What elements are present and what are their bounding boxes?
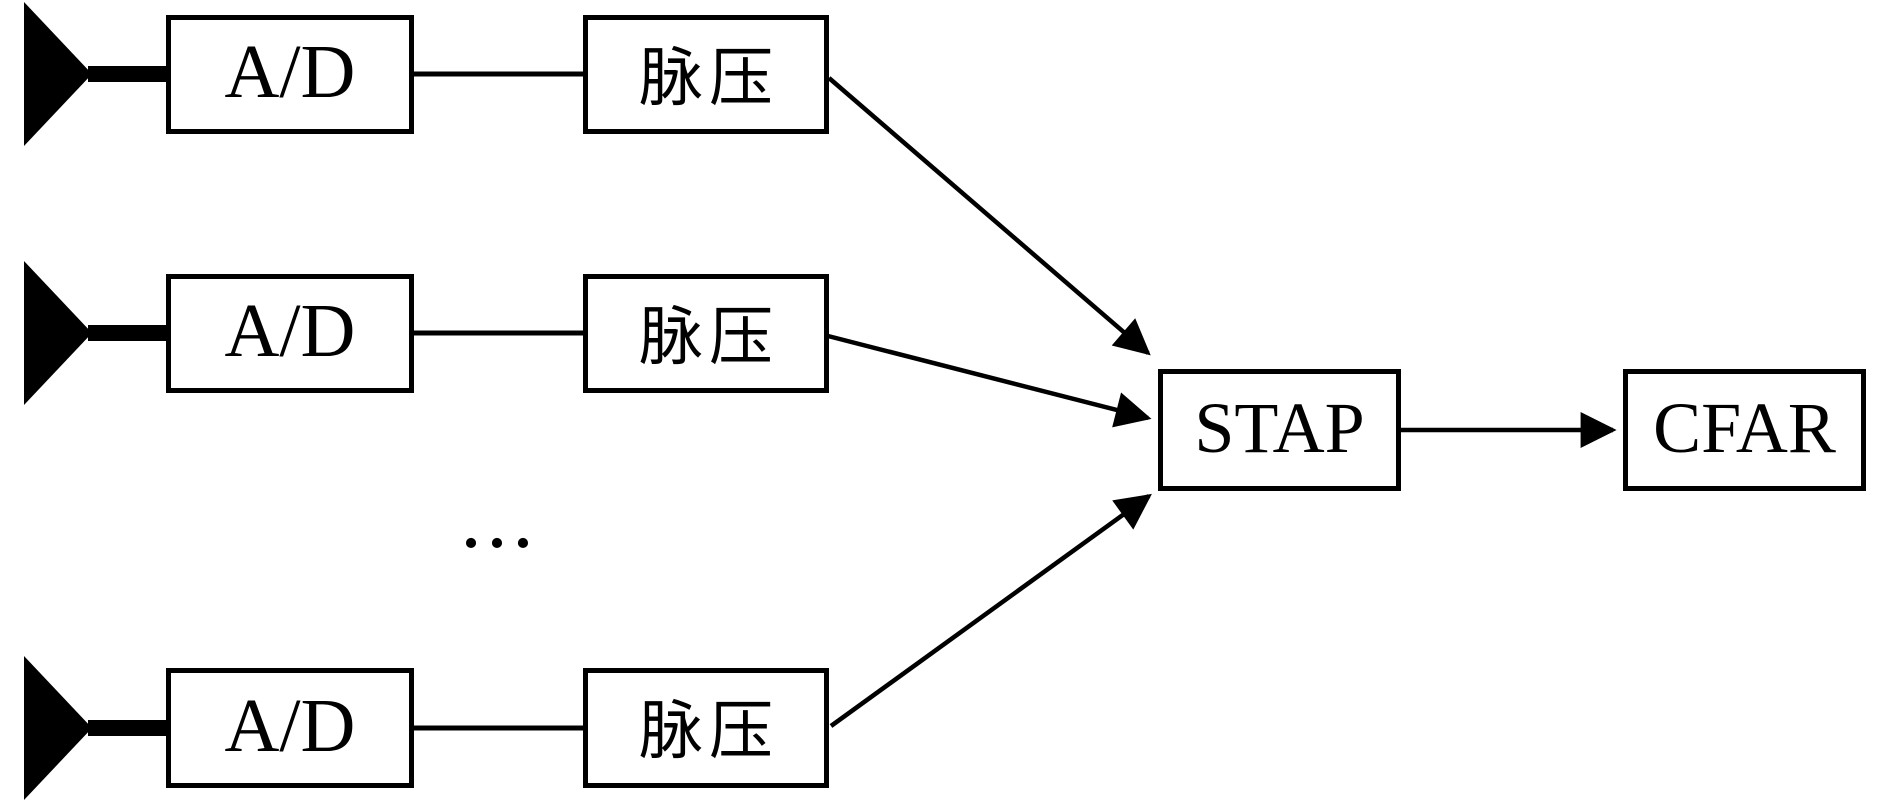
antenna-icon [24, 656, 92, 800]
pulse-to-stap-arrow [827, 76, 1151, 356]
pulse-compression-box: 脉压 [583, 15, 829, 134]
pulse-compression-box: 脉压 [583, 274, 829, 393]
pulse-compression-box: 脉压 [583, 668, 829, 788]
pulse-compression-label: 脉压 [639, 696, 779, 767]
cfar-label: CFAR [1653, 387, 1836, 468]
adc-label: A/D [224, 30, 356, 114]
antenna-icon [24, 2, 92, 146]
cfar-box: CFAR [1623, 369, 1866, 491]
adc-box: A/D [166, 668, 414, 788]
adc-box: A/D [166, 15, 414, 134]
pulse-compression-label: 脉压 [639, 42, 779, 114]
ellipsis: … [458, 476, 538, 566]
adc-label: A/D [224, 683, 356, 768]
pulse-to-stap-arrow [829, 493, 1152, 728]
stap-box: STAP [1158, 369, 1401, 491]
stap-label: STAP [1194, 387, 1365, 468]
adc-box: A/D [166, 274, 414, 393]
adc-label: A/D [224, 289, 356, 373]
antenna-icon [24, 261, 92, 405]
pulse-compression-label: 脉压 [639, 301, 779, 373]
pulse-to-stap-arrow [827, 333, 1152, 428]
